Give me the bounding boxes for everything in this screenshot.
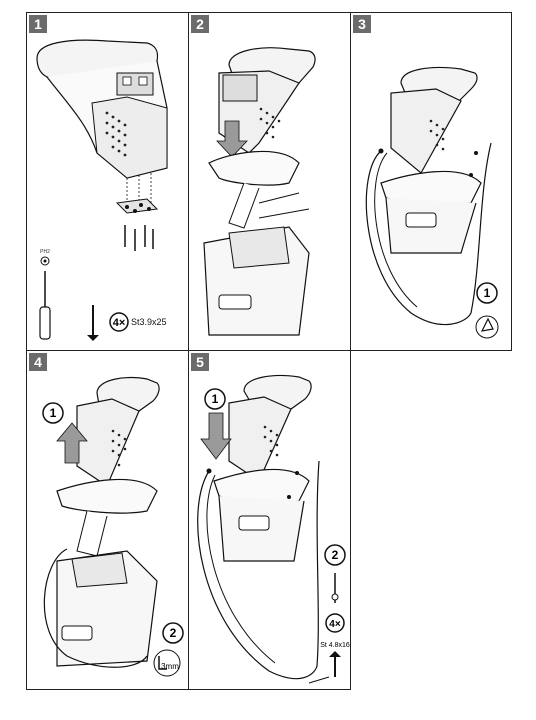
callout-number-2: 2 <box>170 626 177 640</box>
step-panel-5: 5 1 2 <box>188 350 351 690</box>
cover-wrap-illustration: 1 <box>365 66 499 339</box>
screw-spec: St 4.8x16 <box>320 642 350 649</box>
step-panel-2: 2 <box>188 12 351 351</box>
callout-number: 1 <box>484 286 491 300</box>
step-panel-3: 3 1 <box>350 12 512 351</box>
tool-size-label: 3mm <box>161 662 179 671</box>
screw-spec: St3.9x25 <box>131 317 167 327</box>
step-panel-1: 1 <box>26 12 189 351</box>
final-fix-illustration: 1 2 4× St 4.8x16 <box>197 374 350 684</box>
callout-number-1: 1 <box>50 406 57 420</box>
callout-number-2: 2 <box>332 548 339 562</box>
lid-lift-illustration: 1 2 3mm <box>42 376 184 677</box>
callout-number-1: 1 <box>212 392 219 406</box>
screw-quantity: 4× <box>329 619 341 630</box>
screw-quantity: 4× <box>113 317 126 329</box>
step-panel-4: 4 1 2 3mm <box>26 350 189 690</box>
step-number-badge: 2 <box>191 15 209 33</box>
step-number-badge: 4 <box>29 353 47 371</box>
washer-label: PH2 <box>40 249 50 255</box>
step-number-badge: 3 <box>353 15 371 33</box>
step-number-badge: 1 <box>29 15 47 33</box>
armrest-with-bracket-illustration: PH2 4× St3.9x25 <box>36 39 168 341</box>
step-number-badge: 5 <box>191 353 209 371</box>
armrest-slide-illustration <box>203 47 316 336</box>
